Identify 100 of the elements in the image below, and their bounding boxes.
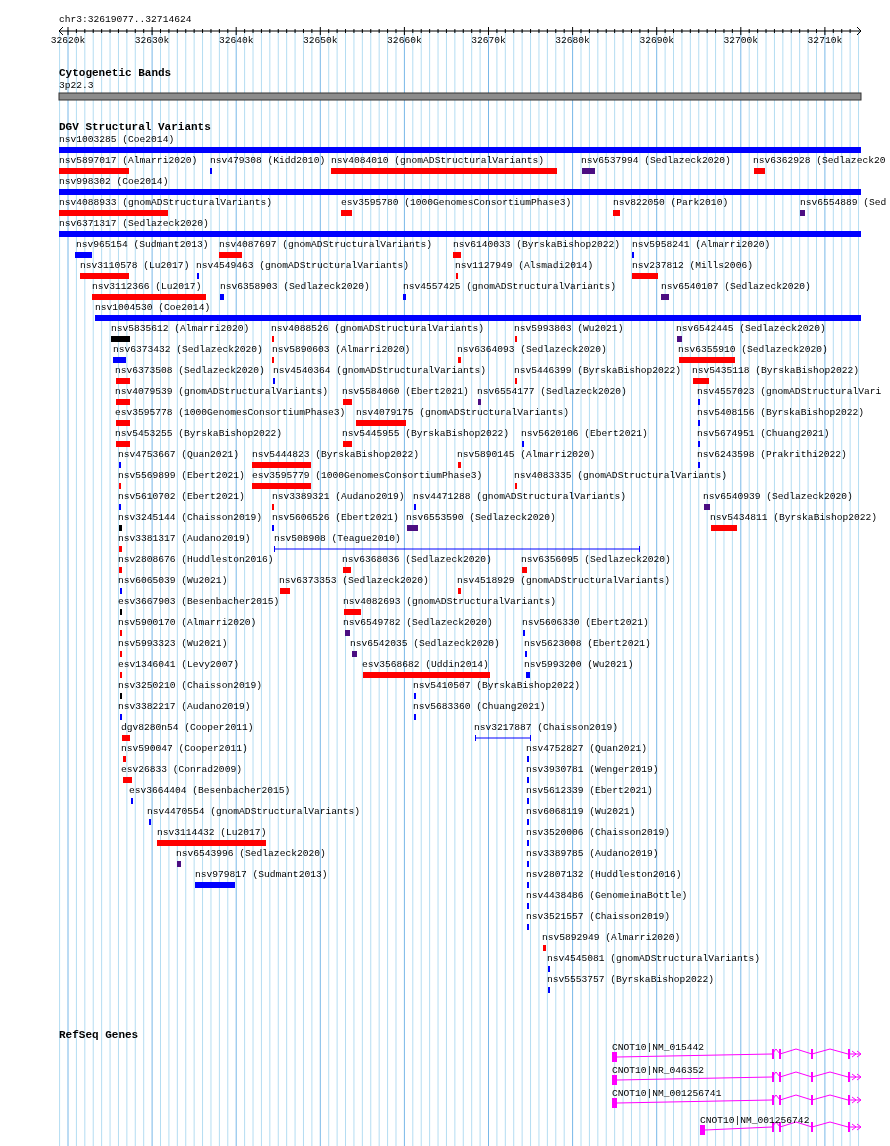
variant-label: nsv4084010 (gnomADStructuralVariants) [331, 155, 545, 167]
variant-label: nsv822050 (Park2010) [613, 197, 729, 209]
variant-label: nsv6543996 (Sedlazeck2020) [176, 848, 326, 860]
variant-label: nsv4088933 (gnomADStructuralVariants) [59, 197, 273, 209]
variant-label: nsv5620106 (Ebert2021) [521, 428, 648, 440]
variant-label: nsv4518929 (gnomADStructuralVariants) [457, 575, 671, 587]
variant-label: nsv6243598 (Prakrithi2022) [697, 449, 847, 461]
variant-label: esv26833 (Conrad2009) [121, 764, 242, 776]
variant-label: nsv2808676 (Huddleston2016) [118, 554, 274, 566]
transcript-label: CNOT10|NM_001256742 [700, 1115, 810, 1127]
variant-label: nsv2807132 (Huddleston2016) [526, 869, 682, 881]
variant-label: nsv508908 (Teague2010) [274, 533, 401, 545]
variant-label: dgv8280n54 (Cooper2011) [121, 722, 254, 734]
variant-label: nsv6355910 (Sedlazeck2020) [678, 344, 828, 356]
variant-label: nsv6553590 (Sedlazeck2020) [406, 512, 556, 524]
tick-label: 32710k [807, 35, 843, 47]
variant-label: nsv998302 (Coe2014) [59, 176, 169, 188]
variant-label: nsv6542445 (Sedlazeck2020) [676, 323, 826, 335]
variant-label: nsv4557023 (gnomADStructuralVari [697, 386, 882, 398]
variant-label: nsv5445955 (ByrskaBishop2022) [342, 428, 509, 440]
variant-label: esv3664404 (Besenbacher2015) [129, 785, 291, 797]
variant-label: nsv5408156 (ByrskaBishop2022) [697, 407, 864, 419]
variant-label: nsv4088526 (gnomADStructuralVariants) [271, 323, 485, 335]
variant-label: nsv3521557 (Chaisson2019) [526, 911, 670, 923]
track-heading: Cytogenetic Bands [59, 67, 172, 79]
variant-label: nsv3381317 (Audano2019) [118, 533, 251, 545]
variant-label: nsv5610702 (Ebert2021) [118, 491, 245, 503]
variant-label: nsv3930781 (Wenger2019) [526, 764, 659, 776]
variant-label: nsv5410507 (ByrskaBishop2022) [413, 680, 580, 692]
tick-label: 32630k [134, 35, 170, 47]
track-heading: RefSeq Genes [59, 1029, 139, 1041]
variant-label: nsv5606330 (Ebert2021) [522, 617, 649, 629]
variant-label: nsv3520006 (Chaisson2019) [526, 827, 670, 839]
variant-label: esv3595778 (1000GenomesConsortiumPhase3) [115, 407, 346, 419]
variant-label: nsv5890145 (Almarri2020) [457, 449, 596, 461]
variant-label: nsv4540364 (gnomADStructuralVariants) [273, 365, 487, 377]
variant-label: nsv4438486 (GenomeinaBottle) [526, 890, 688, 902]
variant-label: nsv6371317 (Sedlazeck2020) [59, 218, 209, 230]
tick-label: 32650k [303, 35, 338, 47]
variant-label: nsv4557425 (gnomADStructuralVariants) [403, 281, 617, 293]
tick-label: 32700k [723, 35, 759, 47]
transcript-label: CNOT10|NM_001256741 [612, 1088, 722, 1100]
variant-label: nsv5897017 (Almarri2020) [59, 155, 198, 167]
variant-label: esv3568682 (Uddin2014) [362, 659, 489, 671]
variant-label: nsv4545081 (gnomADStructuralVariants) [547, 953, 761, 965]
variant-label: nsv6554177 (Sedlazeck2020) [477, 386, 627, 398]
variant-label: nsv5993803 (Wu2021) [514, 323, 624, 335]
variant-label: esv1346041 (Levy2007) [118, 659, 239, 671]
location-label: chr3:32619077..32714624 [59, 14, 192, 26]
variant-label: nsv4079539 (gnomADStructuralVariants) [115, 386, 329, 398]
tick-label: 32640k [218, 35, 254, 47]
variant-label: nsv5435118 (ByrskaBishop2022) [692, 365, 859, 377]
variant-label: nsv1004530 (Coe2014) [95, 302, 211, 314]
variant-label: nsv5446399 (ByrskaBishop2022) [514, 365, 681, 377]
variant-label: nsv1127949 (Alsmadi2014) [455, 260, 594, 272]
transcript-label: CNOT10|NM_015442 [612, 1042, 705, 1054]
variant-label: nsv4079175 (gnomADStructuralVariants) [356, 407, 570, 419]
variant-label: nsv6373508 (Sedlazeck2020) [115, 365, 265, 377]
variant-label: nsv3245144 (Chaisson2019) [118, 512, 262, 524]
variant-label: nsv5453255 (ByrskaBishop2022) [115, 428, 282, 440]
variant-label: nsv4752827 (Quan2021) [526, 743, 647, 755]
tick-label: 32660k [387, 35, 422, 47]
variant-label: nsv4083335 (gnomADStructuralVariants) [514, 470, 728, 482]
variant-label: nsv5890603 (Almarri2020) [272, 344, 411, 356]
variant-label: nsv6068119 (Wu2021) [526, 806, 636, 818]
variant-label: nsv965154 (Sudmant2013) [76, 239, 209, 251]
variant-label: nsv3250210 (Chaisson2019) [118, 680, 262, 692]
variant-label: nsv6356095 (Sedlazeck2020) [521, 554, 671, 566]
transcript-label: CNOT10|NR_046352 [612, 1065, 705, 1077]
variant-label: nsv5993323 (Wu2021) [118, 638, 228, 650]
variant-label: nsv6373432 (Sedlazeck2020) [113, 344, 263, 356]
variant-label: nsv5606526 (Ebert2021) [272, 512, 399, 524]
tick-label: 32680k [555, 35, 590, 47]
variant-label: nsv237812 (Mills2006) [632, 260, 753, 272]
variant-label: nsv6065039 (Wu2021) [118, 575, 228, 587]
variant-label: esv3595780 (1000GenomesConsortiumPhase3) [341, 197, 572, 209]
variant-label: nsv5900170 (Almarri2020) [118, 617, 257, 629]
band-label: 3p22.3 [59, 80, 94, 92]
variant-label: nsv6540107 (Sedlazeck2020) [661, 281, 811, 293]
variant-label: nsv6540939 (Sedlazeck2020) [703, 491, 853, 503]
variant-label: nsv6549782 (Sedlazeck2020) [343, 617, 493, 629]
variant-label: nsv4087697 (gnomADStructuralVariants) [219, 239, 433, 251]
variant-label: nsv3217887 (Chaisson2019) [474, 722, 618, 734]
variant-label: nsv5553757 (ByrskaBishop2022) [547, 974, 714, 986]
variant-label: nsv5569899 (Ebert2021) [118, 470, 245, 482]
tick-label: 32620k [50, 35, 86, 47]
variant-label: nsv4753667 (Quan2021) [118, 449, 239, 461]
variant-label: esv3595779 (1000GenomesConsortiumPhase3) [252, 470, 483, 482]
variant-label: nsv6358903 (Sedlazeck2020) [220, 281, 370, 293]
variant-label: nsv5674951 (Chuang2021) [697, 428, 830, 440]
variant-label: nsv4470554 (gnomADStructuralVariants) [147, 806, 361, 818]
variant-label: nsv6542035 (Sedlazeck2020) [350, 638, 500, 650]
variant-label: nsv5444823 (ByrskaBishop2022) [252, 449, 419, 461]
variant-label: nsv5623008 (Ebert2021) [524, 638, 651, 650]
variant-label: nsv4471288 (gnomADStructuralVariants) [413, 491, 627, 503]
variant-label: nsv6140033 (ByrskaBishop2022) [453, 239, 620, 251]
variant-label: nsv5584060 (Ebert2021) [342, 386, 469, 398]
variant-label: nsv3389321 (Audano2019) [272, 491, 405, 503]
variant-label: nsv4082693 (gnomADStructuralVariants) [343, 596, 557, 608]
variant-label: nsv3382217 (Audano2019) [118, 701, 251, 713]
